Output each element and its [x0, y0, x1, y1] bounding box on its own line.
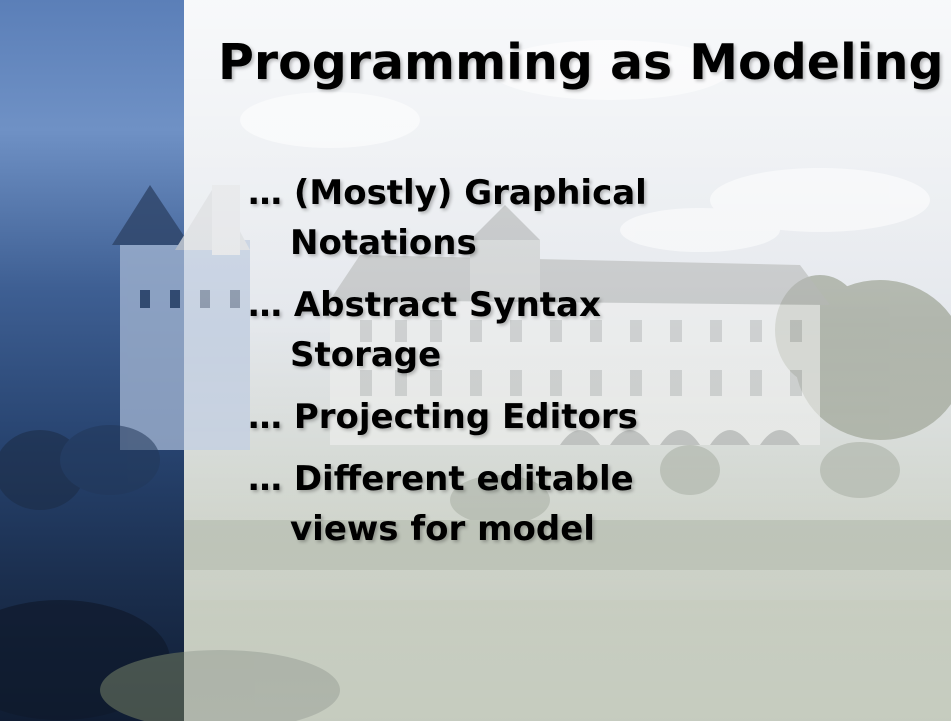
bullet-text: … Abstract Syntax: [248, 285, 601, 325]
photo-overlay: [184, 0, 951, 721]
bullet-item: … Abstract Syntax Storage: [248, 280, 768, 380]
bullet-item: … Different editable views for model: [248, 454, 768, 554]
bullet-text-continuation: Storage: [290, 335, 442, 375]
bullet-item: … (Mostly) Graphical Notations: [248, 168, 768, 268]
bullet-text: … Projecting Editors: [248, 397, 638, 437]
bullet-text: … (Mostly) Graphical: [248, 173, 647, 213]
slide-title: Programming as Modeling: [218, 34, 944, 91]
bullet-text: … Different editable: [248, 459, 634, 499]
bullet-text-continuation: Notations: [290, 223, 477, 263]
bullet-item: … Projecting Editors: [248, 392, 768, 442]
bullet-text-continuation: views for model: [290, 509, 595, 549]
bullet-list: … (Mostly) Graphical Notations … Abstrac…: [248, 168, 768, 554]
